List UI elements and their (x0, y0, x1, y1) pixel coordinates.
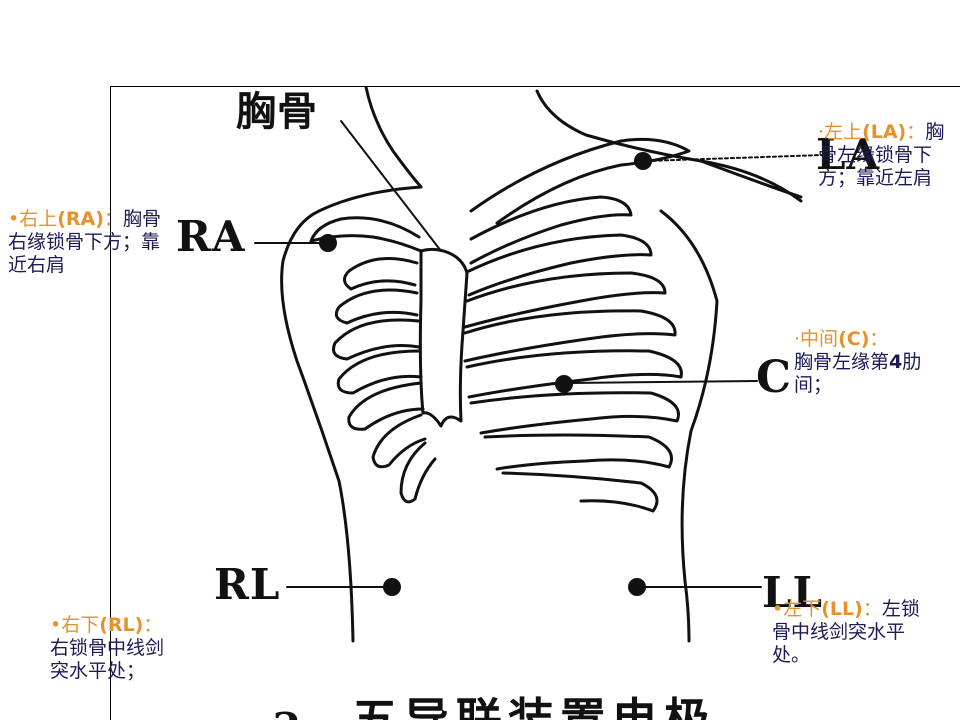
rib-r6 (371, 413, 427, 469)
note-rl-code: (RL) (99, 614, 144, 636)
sternum-leader-line (340, 120, 442, 252)
note-ll-bullet: • (772, 598, 784, 620)
rib-l5 (465, 349, 683, 399)
note-ll: •左下(LL)：左锁骨中线剑突水平处。 (772, 598, 922, 667)
rib-l2 (467, 233, 653, 297)
left-clavicle (469, 137, 691, 225)
note-la-bullet: · (818, 121, 825, 143)
note-ll-desc: 左锁骨中线剑突水平处。 (772, 598, 920, 666)
electrode-c (555, 375, 573, 393)
figure-frame (110, 86, 960, 720)
torso-right-outline (659, 209, 719, 643)
note-ll-sep: ： (862, 598, 882, 620)
note-la: ·左上(LA)：胸骨左缘锁骨下方；靠近左肩 (818, 121, 946, 190)
note-rl-sep: ： (143, 614, 163, 636)
chest-diagram (254, 87, 824, 643)
shoulder-left-outline (280, 185, 423, 643)
note-c-code: (C) (838, 328, 870, 350)
rib-r7 (399, 441, 437, 504)
shoulder-right-outline (699, 159, 803, 199)
rib-r4 (336, 349, 423, 395)
note-ra-position: 右上 (19, 208, 58, 230)
note-c-desc-number: 4 (889, 351, 903, 373)
label-rl: RL (214, 560, 281, 609)
note-c-position: 中间 (800, 328, 839, 350)
rib-l1 (469, 195, 633, 265)
note-la-code: (LA) (862, 121, 907, 143)
electrode-rl (383, 578, 401, 596)
note-la-position: 左上 (824, 121, 863, 143)
figure-caption: a. 五导联装置电极 (272, 693, 716, 720)
label-c: C (756, 352, 793, 403)
rib-r1 (343, 257, 419, 291)
rib-l7 (483, 433, 673, 471)
rib-r5 (347, 381, 425, 431)
note-rl-bullet: • (50, 614, 62, 636)
note-ra-bullet: • (8, 208, 20, 230)
right-clavicle (309, 216, 423, 253)
rib-l3 (463, 271, 667, 329)
note-c-sep: ： (869, 328, 889, 350)
electrode-ll (628, 578, 646, 596)
note-ra-desc: 胸骨右缘锁骨下方；靠近右肩 (8, 208, 161, 276)
note-ra: •右上(RA)：胸骨右缘锁骨下方；靠近右肩 (8, 208, 170, 277)
note-la-sep: ： (906, 121, 926, 143)
label-ra: RA (176, 212, 246, 261)
note-c-desc-tail: 肋间； (794, 351, 922, 396)
c-leader-line (570, 380, 758, 384)
label-sternum: 胸骨 (236, 88, 318, 135)
note-ra-code: (RA) (57, 208, 104, 230)
electrode-la (634, 152, 652, 170)
label-la: LA (816, 130, 881, 179)
note-ll-position: 左下 (783, 598, 822, 620)
la-leader-line (646, 154, 824, 162)
rib-l6 (469, 391, 680, 435)
sternum-body (418, 247, 469, 428)
note-ll-code: (LL) (821, 598, 863, 620)
rib-r3 (332, 318, 421, 361)
electrode-ra (319, 234, 337, 252)
rib-l8 (501, 471, 659, 513)
note-rl-position: 右下 (61, 614, 100, 636)
rib-l4 (463, 309, 677, 363)
note-rl-desc: 右锁骨中线剑突水平处； (50, 637, 165, 682)
note-ra-sep: ： (103, 208, 123, 230)
note-rl: •右下(RL)：右锁骨中线剑突水平处； (50, 614, 180, 683)
neck-left-outline (364, 87, 423, 189)
note-la-desc: 胸骨左缘锁骨下方；靠近左肩 (818, 121, 945, 189)
note-c-bullet: · (794, 328, 801, 350)
rib-r2 (334, 288, 419, 325)
neck-right-outline (535, 89, 803, 203)
label-ll: LL (762, 568, 824, 617)
note-c: ·中间(C)：胸骨左缘第4肋间； (794, 328, 922, 397)
note-c-desc: 胸骨左缘第 (794, 351, 890, 373)
